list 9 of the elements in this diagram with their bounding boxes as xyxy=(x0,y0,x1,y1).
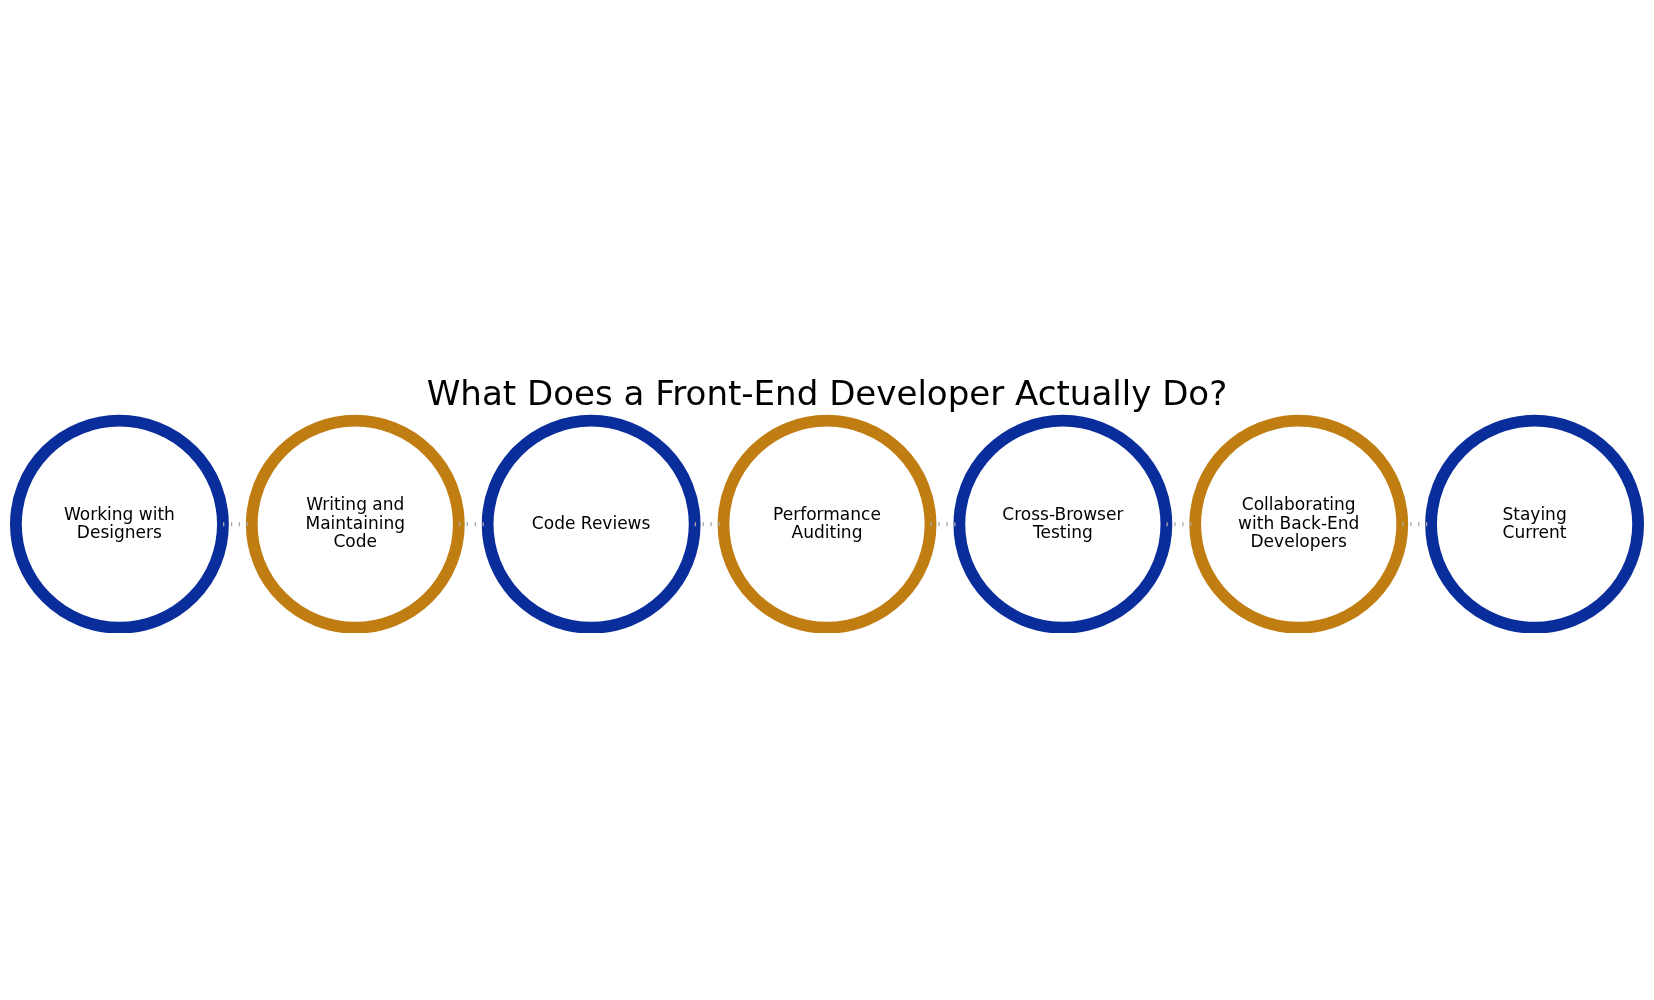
diagram-title: What Does a Front-End Developer Actually Do? xyxy=(426,372,1228,413)
node-circle: Performance Auditing xyxy=(717,414,937,633)
node-circle: Staying Current xyxy=(1425,414,1644,633)
node-circle: Cross-Browser Testing xyxy=(953,414,1173,633)
node-circle: Code Reviews xyxy=(481,414,701,633)
connector xyxy=(930,522,959,527)
node-circle: Collaborating with Back-End Developers xyxy=(1189,414,1409,633)
node-circle: Writing and Maintaining Code xyxy=(245,414,465,633)
node-circle: Working with Designers xyxy=(10,414,229,633)
